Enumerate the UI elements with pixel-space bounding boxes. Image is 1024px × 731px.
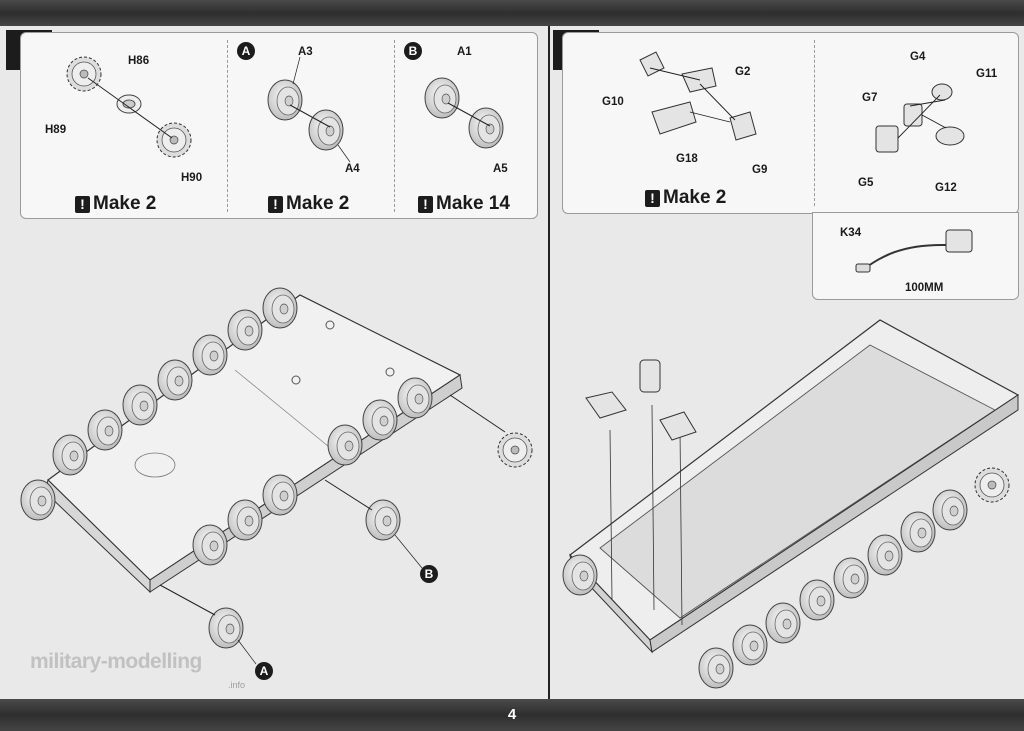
part-label-a5: A5	[493, 163, 508, 175]
drive-sprocket-step5	[974, 467, 1010, 503]
a5-wheel-half	[468, 107, 504, 149]
panel-separator	[227, 40, 228, 212]
sub-assembly-badge-b: B	[404, 42, 422, 60]
part-label-a4: A4	[345, 163, 360, 175]
warning-icon: !	[75, 195, 90, 213]
leader-line	[337, 144, 351, 163]
assembly-line	[324, 479, 373, 511]
wheel-b-loose	[365, 499, 401, 541]
part-label-g7: G7	[862, 92, 878, 104]
g-bracket-assembly	[875, 83, 965, 153]
part-label-a3: A3	[298, 46, 313, 58]
part-label-g10: G10	[602, 96, 624, 108]
hull-top-view	[569, 319, 1020, 654]
top-band	[0, 0, 1024, 26]
assembly-line	[449, 394, 506, 433]
leader-line	[292, 56, 301, 85]
sub-assembly-badge-a: A	[237, 42, 255, 60]
part-label-g12: G12	[935, 182, 957, 194]
assembly-line	[87, 77, 173, 139]
make-text: Make 2	[663, 187, 727, 208]
warning-icon: !	[268, 195, 283, 213]
make-count: !Make 2	[645, 187, 726, 209]
a1-wheel-half	[424, 77, 460, 119]
make-text: Make 2	[286, 193, 350, 214]
warning-icon: !	[418, 195, 433, 213]
make-count: !Make 2	[268, 193, 349, 215]
part-label-g18: G18	[676, 153, 698, 165]
part-label-h86: H86	[128, 55, 150, 67]
part-label-h89: H89	[45, 124, 67, 136]
make-count: !Make 2	[75, 193, 156, 215]
assembly-line	[289, 104, 331, 128]
h86-ring	[116, 94, 142, 114]
step-5-parts-panel	[562, 32, 1019, 214]
wire-length-label: 100MM	[905, 282, 944, 294]
drive-sprocket-step4	[497, 432, 533, 468]
callout-a: A	[255, 662, 273, 680]
part-label-g5: G5	[858, 177, 874, 189]
warning-icon: !	[645, 189, 660, 207]
callout-b: B	[420, 565, 438, 583]
k34-wire	[855, 229, 973, 273]
part-label-g11: G11	[976, 68, 998, 80]
bottom-band	[0, 699, 1024, 731]
part-label-k34: K34	[840, 227, 862, 239]
g18-block	[651, 101, 697, 135]
leader-line	[394, 534, 423, 569]
part-label-g9: G9	[752, 164, 768, 176]
make-count: !Make 14	[418, 193, 510, 215]
h90-sprocket	[156, 122, 192, 158]
panel-separator	[814, 40, 815, 206]
part-label-h90: H90	[181, 172, 203, 184]
part-label-g2: G2	[735, 66, 751, 78]
make-text: Make 2	[93, 193, 157, 214]
page-number: 4	[507, 706, 517, 723]
step-4-parts-panel	[20, 32, 538, 219]
a3-wheel-half	[267, 79, 303, 121]
step-5-wire-panel	[812, 212, 1019, 300]
part-label-g4: G4	[910, 51, 926, 63]
watermark: military-modelling	[30, 650, 202, 673]
part-label-a1: A1	[457, 46, 472, 58]
leader-line	[237, 639, 257, 665]
h89-sprocket-hub	[66, 56, 102, 92]
panel-separator	[394, 40, 395, 212]
make-text: Make 14	[436, 193, 510, 214]
g10-bracket	[639, 51, 665, 77]
g9-bracket	[729, 111, 757, 141]
page-divider	[548, 26, 550, 699]
assembly-line	[159, 584, 216, 616]
a4-wheel-half	[308, 109, 344, 151]
watermark-suffix: .info	[228, 680, 246, 690]
assembly-line	[447, 102, 491, 127]
assembly-line	[649, 67, 736, 123]
